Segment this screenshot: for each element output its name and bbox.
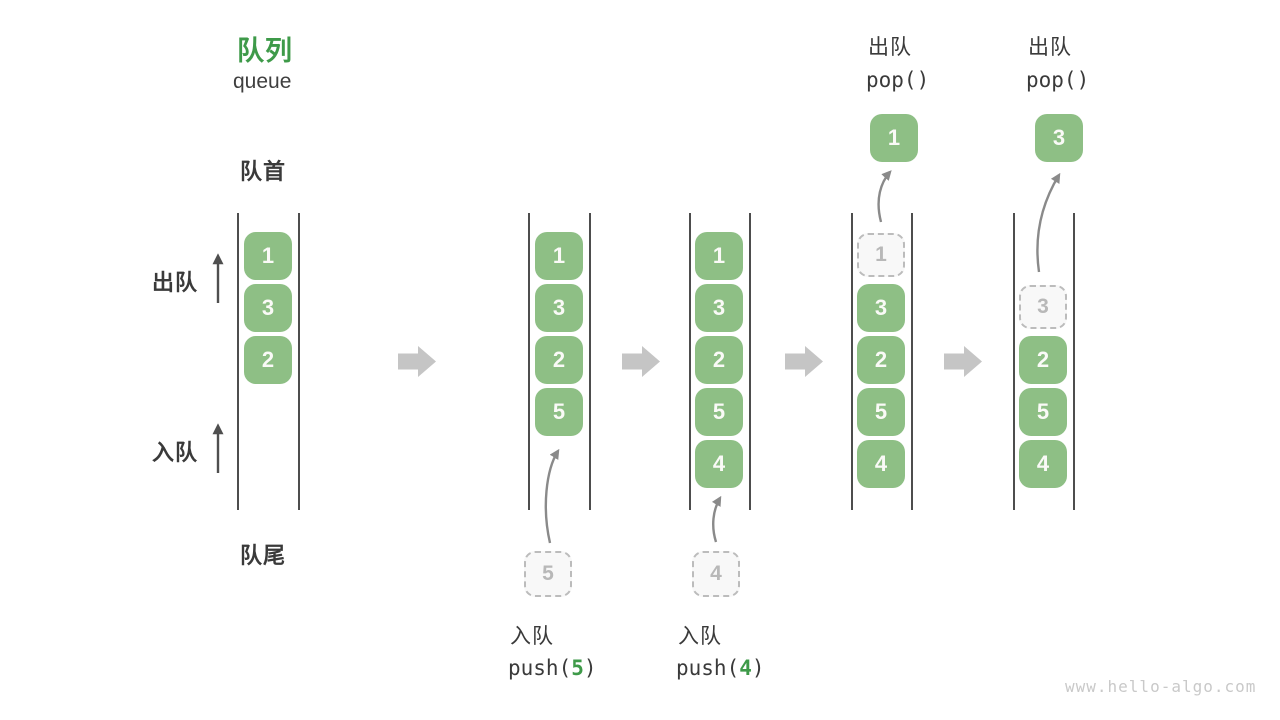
queue-item: 4 — [857, 440, 905, 488]
queue-rail — [528, 213, 530, 510]
queue-item: 3 — [857, 284, 905, 332]
incoming-item-ghost: 4 — [692, 551, 740, 597]
popped-item: 1 — [870, 114, 918, 162]
diagram-title-en: queue — [233, 70, 292, 93]
watermark: www.hello-algo.com — [1065, 677, 1257, 696]
queue-rail — [298, 213, 300, 510]
dequeue-arrow-icon — [877, 170, 892, 223]
queue-item: 3 — [535, 284, 583, 332]
code-arg: 4 — [739, 656, 752, 680]
flow-arrow-icon — [398, 346, 436, 377]
queue-rail — [749, 213, 751, 510]
dequeue-direction-label: 出队 — [152, 270, 199, 295]
incoming-item-ghost: 5 — [524, 551, 572, 597]
queue-item: 2 — [695, 336, 743, 384]
pop-operation-code: pop() — [866, 68, 930, 92]
queue-item: 5 — [857, 388, 905, 436]
queue-item: 2 — [535, 336, 583, 384]
removed-item-ghost: 3 — [1019, 285, 1067, 329]
code-arg: 5 — [571, 656, 584, 680]
queue-item: 4 — [695, 440, 743, 488]
queue-item: 2 — [244, 336, 292, 384]
code-text: push( — [676, 656, 740, 680]
queue-item: 5 — [535, 388, 583, 436]
push-operation-label: 入队 — [510, 625, 554, 648]
queue-item: 3 — [244, 284, 292, 332]
queue-rail — [237, 213, 239, 510]
enqueue-direction-label: 入队 — [152, 440, 199, 465]
queue-item: 2 — [1019, 336, 1067, 384]
flow-arrow-icon — [944, 346, 982, 377]
queue-front-label: 队首 — [240, 159, 287, 184]
dequeue-arrow-icon — [1036, 172, 1061, 273]
queue-rail — [689, 213, 691, 510]
flow-arrow-icon — [785, 346, 823, 377]
queue-rear-label: 队尾 — [240, 543, 287, 568]
pop-operation-label: 出队 — [868, 36, 912, 59]
queue-rail — [851, 213, 853, 510]
queue-item: 1 — [244, 232, 292, 280]
queue-item: 1 — [535, 232, 583, 280]
queue-item: 1 — [695, 232, 743, 280]
popped-item: 3 — [1035, 114, 1083, 162]
flow-arrow-icon — [622, 346, 660, 377]
queue-rail — [911, 213, 913, 510]
queue-item: 5 — [1019, 388, 1067, 436]
code-text: ) — [751, 656, 765, 680]
diagram-title-zh: 队列 — [237, 36, 293, 66]
queue-rail — [1073, 213, 1075, 510]
enqueue-arrow-icon — [711, 495, 722, 543]
pop-operation-code: pop() — [1026, 68, 1090, 92]
push-operation-code: push(5) — [508, 656, 597, 680]
queue-item: 5 — [695, 388, 743, 436]
code-text: ) — [583, 656, 597, 680]
queue-rail — [1013, 213, 1015, 510]
queue-item: 3 — [695, 284, 743, 332]
queue-item: 4 — [1019, 440, 1067, 488]
removed-item-ghost: 1 — [857, 233, 905, 277]
code-text: push( — [508, 656, 572, 680]
push-operation-code: push(4) — [676, 656, 765, 680]
queue-rail — [589, 213, 591, 510]
pop-operation-label: 出队 — [1028, 36, 1072, 59]
push-operation-label: 入队 — [678, 625, 722, 648]
queue-item: 2 — [857, 336, 905, 384]
enqueue-arrow-icon — [544, 448, 560, 544]
